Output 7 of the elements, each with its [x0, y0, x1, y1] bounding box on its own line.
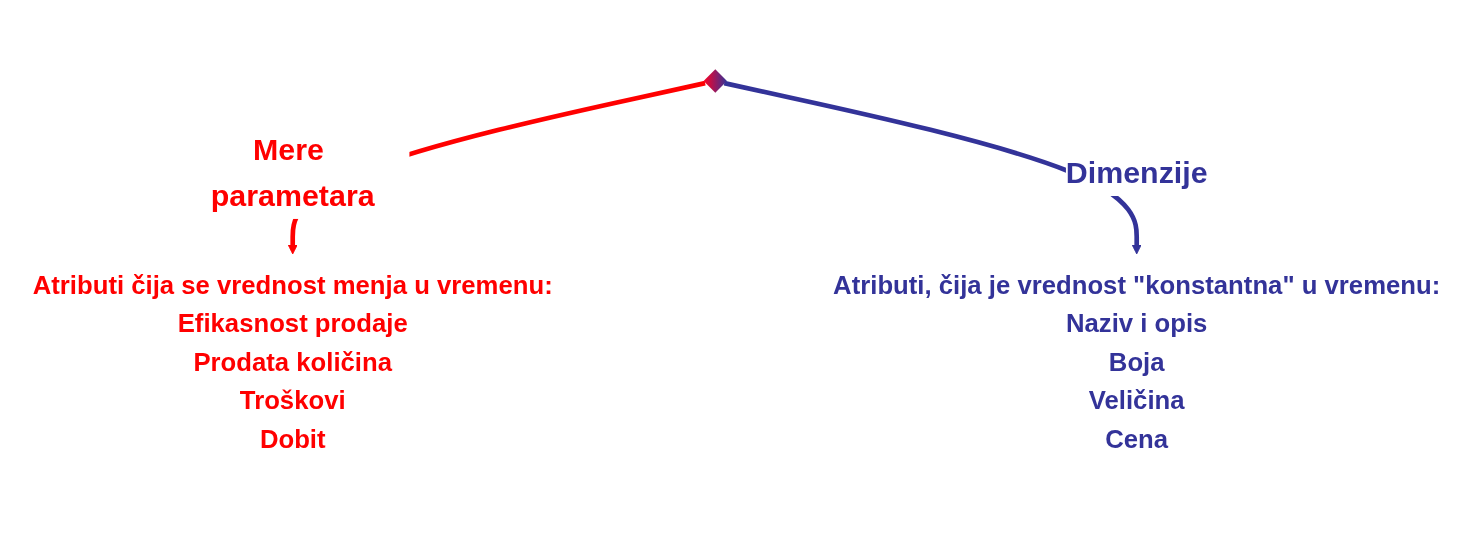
node-text: Atributi čija se vrednost menja u vremenu: Efikasnost prodaje Prodata količina Troškovi Dobit	[32, 270, 553, 454]
edge-label: Mere parametara	[210, 132, 375, 213]
node-diamond	[703, 69, 727, 93]
node-text: Atributi, čija je vrednost "konstantna" u vremenu: Naziv i opis Boja Veličina Cena	[833, 270, 1441, 454]
edge-label: Dimenzije	[1065, 154, 1208, 191]
arrow	[723, 80, 1142, 255]
diagram: Mere parametara Dimenzije Atributi čija se vrednost menja u vremenu: Efikasnost prodaje Prodata količina Troškovi Dobit Atributi, čija je vrednost "konstantna" u vremenu: Naziv i opis Boja Veličina Cena	[0, 59, 1473, 480]
